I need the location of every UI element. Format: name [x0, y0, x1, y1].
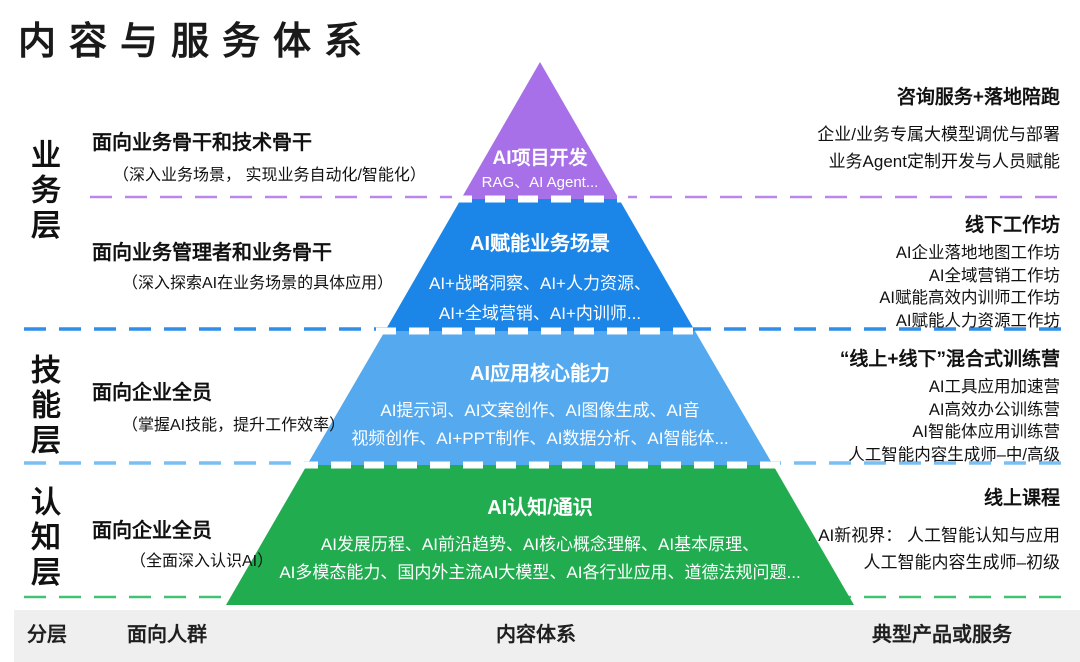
- pyramid-level-3-shape: [307, 331, 773, 465]
- footer-col-layers: 分层: [27, 624, 67, 646]
- service-group-blended-camps-title: “线上+线下”混合式训练营: [839, 349, 1060, 370]
- service-item: AI高效办公训练营: [928, 400, 1060, 419]
- pyramid-level-1-line: RAG、AI Agent...: [481, 174, 599, 191]
- pyramid-level-1-title: AI项目开发: [492, 148, 588, 169]
- service-item: AI新视界： 人工智能认知与应用: [818, 526, 1060, 545]
- footer-bar: [14, 610, 1080, 662]
- pyramid-level-2-title: AI赋能业务场景: [470, 233, 610, 255]
- pyramid-level-4-shape: [226, 465, 854, 605]
- service-item: 人工智能内容生成师–中/高级: [848, 445, 1060, 464]
- service-item: 企业/业务专属大模型调优与部署: [817, 125, 1060, 144]
- pyramid-level-2-shape: [385, 199, 695, 331]
- pyramid-level-3-line2: 视频创作、AI+PPT制作、AI数据分析、AI智能体...: [351, 429, 729, 448]
- pyramid-level-4-line2: AI多模态能力、国内外主流AI大模型、AI各行业应用、道德法规问题...: [279, 563, 801, 582]
- footer-col-products: 典型产品或服务: [872, 624, 1012, 646]
- footer-col-content: 内容体系: [496, 624, 576, 646]
- service-item: AI全域营销工作坊: [928, 266, 1060, 285]
- service-group-blended-camps: “线上+线下”混合式训练营 AI工具应用加速营 AI高效办公训练营 AI智能体应…: [840, 344, 1060, 466]
- service-group-offline-workshops-title: 线下工作坊: [964, 215, 1060, 236]
- service-group-consulting-title: 咨询服务+落地陪跑: [896, 87, 1060, 108]
- service-item: AI企业落地地图工作坊: [895, 244, 1060, 262]
- service-group-offline-workshops: 线下工作坊 AI企业落地地图工作坊 AI全域营销工作坊 AI赋能高效内训师工作坊…: [879, 210, 1060, 332]
- service-item: AI智能体应用训练营: [912, 423, 1060, 441]
- audience-title-3: 面向企业全员: [92, 382, 212, 404]
- service-item: 人工智能内容生成师–初级: [863, 553, 1060, 572]
- audience-title-4: 面向企业全员: [92, 520, 212, 542]
- pyramid-level-4-line1: AI发展历程、AI前沿趋势、AI核心概念理解、AI基本原理、: [320, 535, 760, 554]
- service-group-consulting: 咨询服务+落地陪跑 企业/业务专属大模型调优与部署 业务Agent定制开发与人员…: [817, 82, 1060, 175]
- service-item: 业务Agent定制开发与人员赋能: [828, 152, 1060, 171]
- service-item: AI赋能高效内训师工作坊: [879, 289, 1060, 307]
- audience-title-2: 面向业务管理者和业务骨干: [92, 242, 332, 264]
- audience-sub-4: （全面深入认识AI）: [130, 553, 274, 570]
- audience-sub-2: （深入探索AI在业务场景的具体应用）: [122, 275, 394, 292]
- pyramid-level-3-line1: AI提示词、AI文案创作、AI图像生成、AI音: [380, 401, 700, 420]
- audience-title-1: 面向业务骨干和技术骨干: [92, 132, 312, 154]
- layer-label-skill: 技能层: [26, 354, 59, 459]
- service-item: AI工具应用加速营: [928, 378, 1060, 396]
- pyramid-level-1-shape: [461, 62, 619, 199]
- pyramid-level-3-title: AI应用核心能力: [470, 363, 610, 385]
- pyramid-level-2-line1: AI+战略洞察、AI+人力资源、: [429, 274, 651, 293]
- audience-sub-3: （掌握AI技能，提升工作效率）: [122, 417, 346, 434]
- page-title: 内容与服务体系: [18, 21, 376, 63]
- audience-sub-1: （深入业务场景， 实现业务自动化/智能化）: [113, 167, 426, 184]
- pyramid-level-2-line2: AI+全域营销、AI+内训师...: [438, 304, 642, 323]
- pyramid-level-4-title: AI认知/通识: [487, 497, 593, 519]
- footer-col-audience: 面向人群: [127, 624, 207, 646]
- layer-label-business: 业务层: [26, 139, 59, 244]
- service-item: AI赋能人力资源工作坊: [895, 311, 1060, 330]
- service-group-online-courses: 线上课程 AI新视界： 人工智能认知与应用 人工智能内容生成师–初级: [818, 483, 1060, 576]
- layer-label-cognition: 认知层: [26, 486, 59, 591]
- service-group-online-courses-title: 线上课程: [983, 488, 1060, 509]
